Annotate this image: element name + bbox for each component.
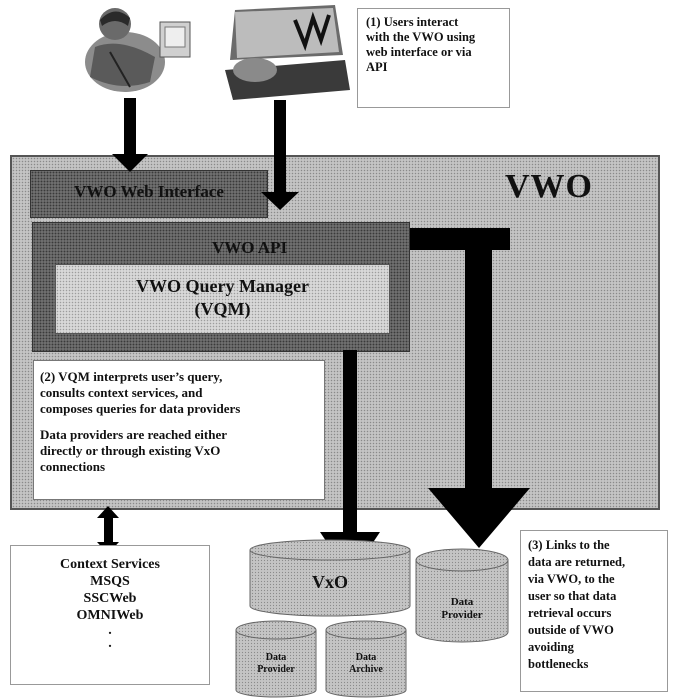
vxo-data-provider-label-line: Data [265, 652, 287, 663]
note-links-returned-line: (3) Links to the [528, 538, 610, 552]
computer-monitor-icon [225, 5, 350, 100]
data-provider-cylinder [415, 548, 509, 643]
arrow-api-to-provider-horizontal [410, 228, 510, 250]
note-users-interact-line: (1) Users interact [366, 15, 459, 29]
vxo-data-archive-cylinder [325, 620, 407, 698]
query-manager-subtitle: (VQM) [194, 299, 251, 319]
web-interface-label: VWO Web Interface [74, 182, 224, 201]
note-users-interact-line: web interface or via [366, 45, 472, 59]
vxo-data-provider-cylinder [235, 620, 317, 698]
vxo-data-archive-label-line: Archive [349, 664, 383, 675]
context-service-item: OMNIWeb [76, 608, 144, 623]
vxo-data-provider-label-line: Provider [257, 664, 295, 675]
note-vqm: (2) VQM interprets user’s query, consult… [33, 360, 325, 500]
data-provider-label-line: Provider [441, 609, 483, 621]
query-manager-title: VWO Query Manager [136, 276, 309, 296]
note-vqm-line: directly or through existing VxO [40, 443, 221, 458]
arrow-api-to-provider-vertical [465, 228, 492, 490]
api-label: VWO API [212, 238, 288, 257]
note-links-returned-line: retrieval occurs [528, 606, 612, 620]
arrow-user-to-web [124, 98, 136, 158]
arrow-computer-to-api-head [261, 192, 299, 210]
note-links-returned-line: via VWO, to the [528, 572, 615, 586]
note-vqm-line: Data providers are reached either [40, 427, 228, 442]
note-links-returned: (3) Links to the data are returned, via … [520, 530, 668, 692]
vxo-data-archive-label-line: Data [355, 652, 377, 663]
vxo-label: VxO [312, 572, 348, 592]
note-users-interact-line: API [366, 60, 388, 74]
arrow-context-link-top [97, 506, 119, 518]
web-interface-box [30, 170, 268, 218]
note-users-interact: (1) Users interact with the VWO using we… [357, 8, 510, 108]
context-services-title: Context Services [60, 557, 160, 572]
note-links-returned-line: data are returned, [528, 555, 626, 569]
note-links-returned-line: avoiding [528, 640, 574, 654]
context-service-item: . [108, 623, 112, 638]
arrow-user-to-web-head [112, 154, 148, 172]
data-provider-label: Data Provider [412, 596, 512, 622]
vxo-data-archive-label: Data Archive [322, 652, 410, 676]
context-services-box: Context Services MSQS SSCWeb OMNIWeb . . [10, 545, 210, 685]
vxo-cylinder [249, 539, 411, 617]
data-provider-label-line: Data [450, 596, 474, 608]
note-vqm-line: connections [40, 459, 105, 474]
note-links-returned-line: outside of VWO [528, 623, 614, 637]
context-service-item: MSQS [90, 574, 130, 589]
context-service-item: . [108, 636, 112, 651]
note-vqm-line: composes queries for data providers [40, 401, 241, 416]
query-manager-box [55, 264, 390, 334]
user-figure-icon [70, 2, 200, 97]
note-vqm-line: (2) VQM interprets user’s query, [40, 369, 223, 384]
note-users-interact-line: with the VWO using [366, 30, 476, 44]
arrow-context-link [104, 517, 113, 543]
note-links-returned-line: bottlenecks [528, 657, 589, 671]
arrow-api-to-vxo [343, 350, 357, 535]
vwo-title: VWO [505, 168, 593, 205]
vxo-data-provider-label: Data Provider [232, 652, 320, 676]
note-vqm-line: consults context services, and [40, 385, 203, 400]
note-links-returned-line: user so that data [528, 589, 617, 603]
arrow-api-to-provider-head [428, 488, 530, 548]
arrow-computer-to-api [274, 100, 286, 195]
context-service-item: SSCWeb [83, 591, 137, 606]
